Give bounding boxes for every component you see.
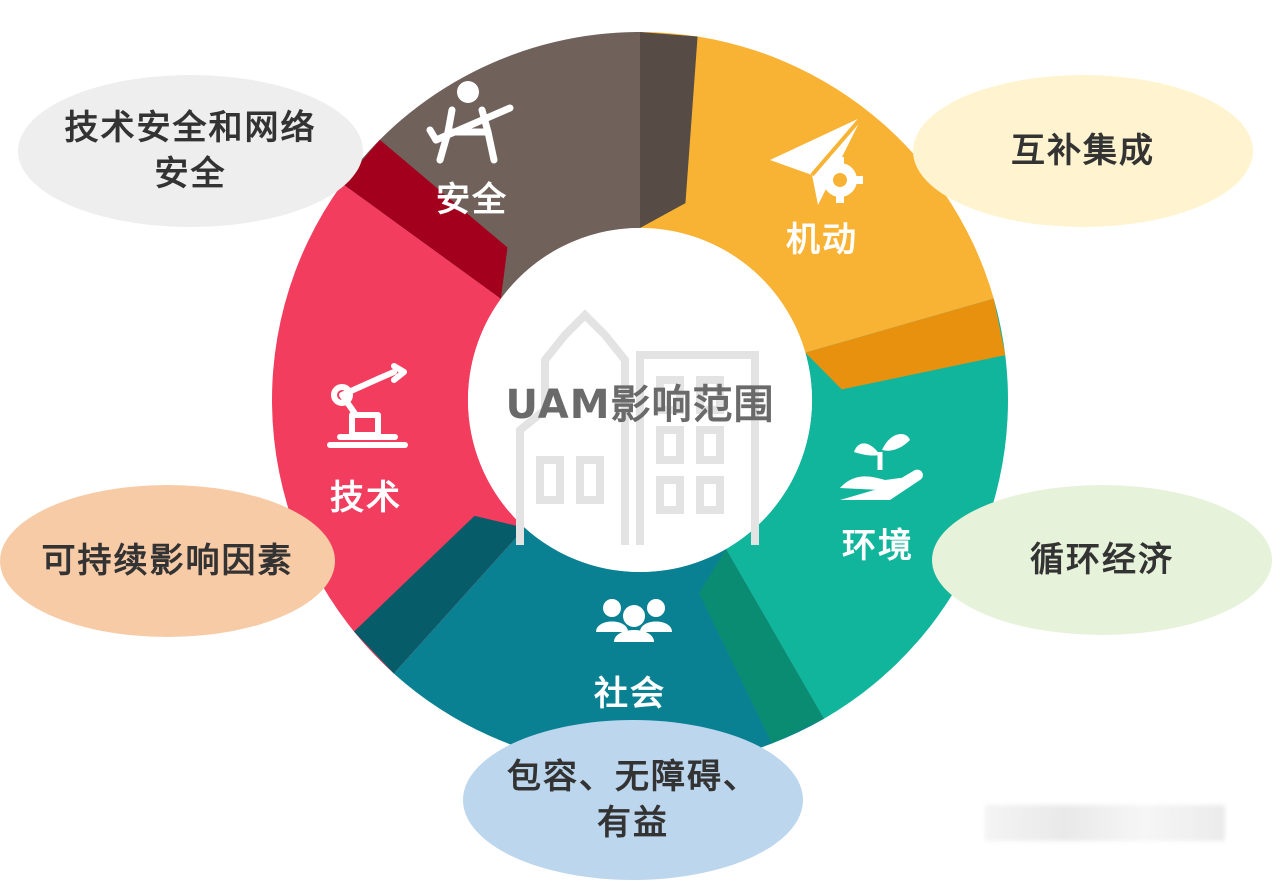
bubble-mobility: 互补集成 (913, 75, 1253, 227)
bubble-environment-text: 循环经济 (1030, 540, 1174, 580)
fold-shadow-tech (354, 515, 525, 674)
bubble-safety-text: 技术安全和网络安全 (64, 108, 317, 194)
segment-label-tech: 技术 (330, 478, 402, 518)
bubble-environment: 循环经济 (932, 485, 1272, 635)
segment-label-society: 社会 (594, 674, 666, 714)
fold-shadow-mobility (640, 32, 698, 228)
segment-label-environment: 环境 (842, 526, 914, 566)
blurred-watermark (985, 805, 1225, 841)
fold-shadow-society (699, 548, 824, 744)
bubble-tech: 可持续影响因素 (0, 485, 335, 637)
segment-label-safety: 安全 (436, 180, 508, 220)
segment-environment (726, 298, 1008, 719)
segment-label-mobility: 机动 (786, 220, 858, 260)
people-group-icon (596, 599, 672, 642)
city-skyline-icon (516, 309, 759, 545)
bubble-society: 包容、无障碍、有益 (463, 720, 803, 880)
bubble-safety: 技术安全和网络安全 (18, 75, 363, 227)
robot-arm-icon (327, 363, 408, 448)
hand-sprout-icon (840, 434, 923, 500)
bubble-society-text: 包容、无障碍、有益 (506, 757, 759, 843)
paper-plane-gear-icon (770, 115, 864, 205)
seatbelt-icon (426, 81, 514, 164)
fold-shadow-environment (805, 298, 1006, 390)
bubble-tech-text: 可持续影响因素 (41, 541, 294, 581)
center-title: UAM影响范围 (505, 382, 775, 428)
bubble-mobility-text: 互补集成 (1011, 131, 1155, 171)
fold-shadow-safety (342, 139, 508, 299)
